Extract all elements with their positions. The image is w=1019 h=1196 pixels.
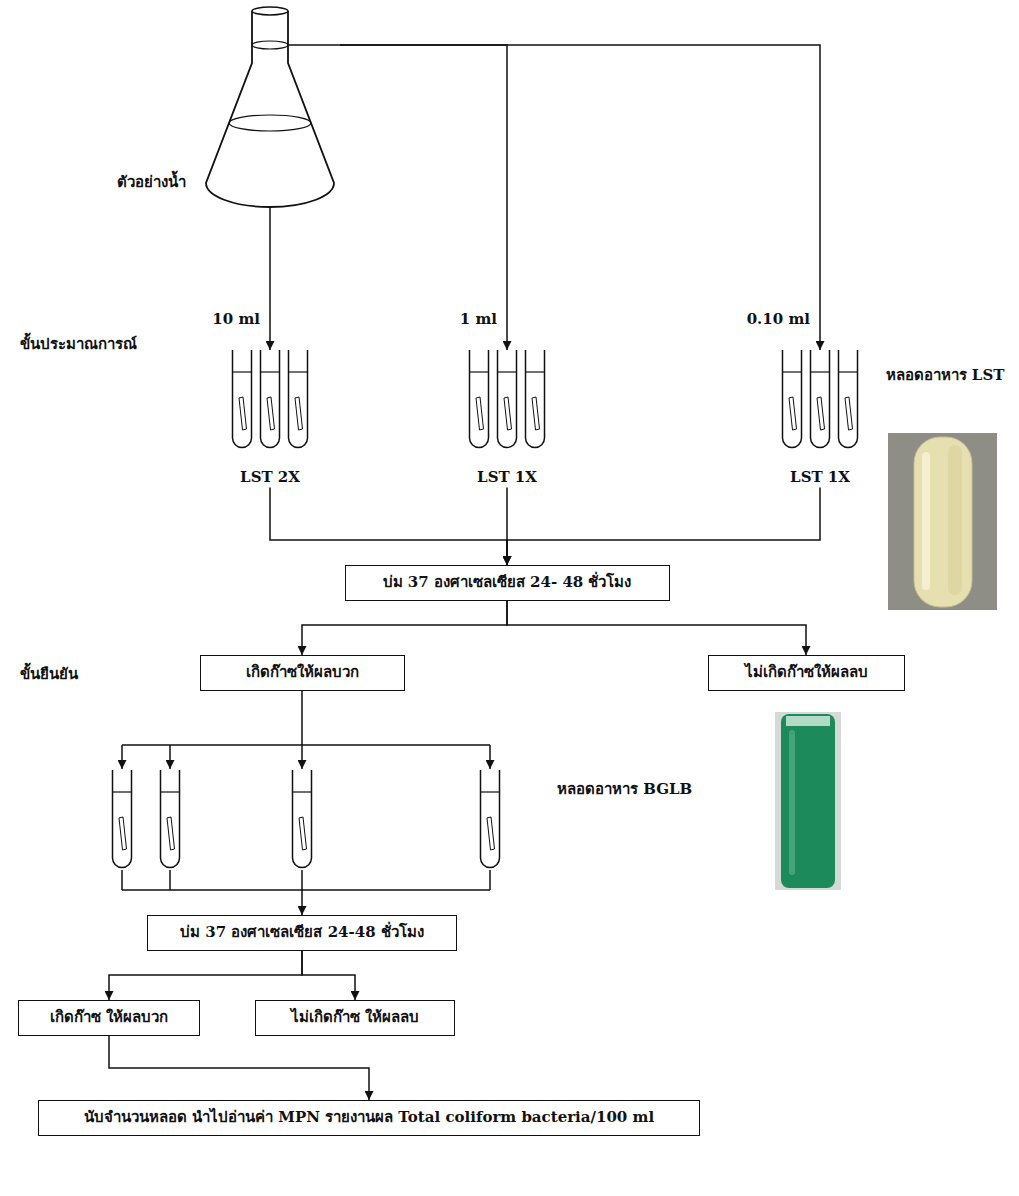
tube-group: LST 2X <box>225 350 315 488</box>
water-sample-flask: ตัวอย่างน้ำ <box>200 5 340 215</box>
flask-outline <box>206 11 334 207</box>
flow-arrow <box>269 215 271 350</box>
flask-outlet-line <box>269 207 271 215</box>
sample-label: ตัวอย่างน้ำ <box>117 173 186 193</box>
flow-arrow <box>109 1036 369 1101</box>
bglb-photo <box>775 712 841 890</box>
liquid-surface <box>229 115 311 131</box>
bglb-merge-lines <box>122 870 490 890</box>
tube-drawing <box>462 350 552 450</box>
split-arrow <box>169 745 171 769</box>
lst-tube-photo <box>914 437 972 607</box>
flow-arrow <box>340 45 507 350</box>
report-box: นับจำนวนหลอด นำไปอ่านค่า MPN รายงานผล To… <box>38 1100 700 1136</box>
bglb-tube <box>293 770 312 868</box>
merge-line <box>121 870 123 890</box>
split-arrow <box>301 745 303 769</box>
tube-top <box>786 716 830 726</box>
photo-caption: หลอดอาหาร LST <box>884 366 1007 386</box>
split-line <box>122 744 490 746</box>
photo-ground <box>775 712 841 890</box>
process-box: บ่ม 37 องศาเซลเซียส 24-48 ชั่วโมง <box>147 915 457 951</box>
photo-caption: หลอดอาหาร BGLB <box>555 780 694 800</box>
flask-neck-ring <box>252 41 288 49</box>
result-box: ไม่เกิดก๊าซ ให้ผลลบ <box>255 1000 455 1036</box>
tube-drawing <box>775 350 865 450</box>
flask-rim <box>252 7 288 15</box>
glass-highlight <box>922 452 930 590</box>
lst-tube <box>289 350 308 448</box>
medium-label: LST 1X <box>462 468 552 488</box>
box-text: ไม่เกิดก๊าซให้ผลลบ <box>719 663 894 683</box>
box-text: เกิดก๊าซ ให้ผลบวก <box>29 1008 189 1028</box>
lst-tube <box>811 350 830 448</box>
lst-tube <box>261 350 280 448</box>
result-box: เกิดก๊าซ ให้ผลบวก <box>18 1000 200 1036</box>
tube-group: LST 1X <box>462 350 552 488</box>
merge-line <box>489 870 491 890</box>
volume-label: 10 ml <box>210 310 262 330</box>
medium-label: LST 2X <box>225 468 315 488</box>
bglb-tube-photo <box>781 714 835 888</box>
bglb-tube <box>161 770 180 868</box>
volume-label: 0.10 ml <box>745 310 812 330</box>
bglb-tube <box>481 770 500 868</box>
box-text: ไม่เกิดก๊าซ ให้ผลลบ <box>266 1008 444 1028</box>
lst-tube <box>498 350 517 448</box>
split-arrow <box>121 745 123 769</box>
lst-photo <box>888 433 997 610</box>
box-text: บ่ม 37 องศาเซลเซียส 24-48 ชั่วโมง <box>158 923 446 943</box>
stage-label: ขั้นยืนยัน <box>18 665 80 685</box>
flask-drawing <box>200 5 340 215</box>
lst-tube <box>839 350 858 448</box>
box-text: บ่ม 37 องศาเซลเซียส 24- 48 ชั่วโมง <box>356 573 659 593</box>
lst-tube <box>783 350 802 448</box>
flow-arrow <box>109 951 302 1001</box>
result-box: เกิดก๊าซให้ผลบวก <box>200 655 405 691</box>
lst-tube <box>233 350 252 448</box>
flow-arrow <box>270 488 507 566</box>
photo-ground <box>888 433 997 610</box>
flow-arrow <box>302 951 355 1001</box>
flask-outlet-line <box>288 44 340 46</box>
lst-tube <box>470 350 489 448</box>
merge-line <box>122 889 490 891</box>
durham-tube-photo <box>948 445 962 595</box>
volume-label: 1 ml <box>458 310 499 330</box>
bglb-tube <box>113 770 132 868</box>
split-arrow <box>489 745 491 769</box>
flow-arrow <box>302 601 507 656</box>
bglb-split-lines <box>122 745 490 769</box>
glass-highlight <box>789 730 795 875</box>
merge-line <box>301 870 303 890</box>
process-box: บ่ม 37 องศาเซลเซียส 24- 48 ชั่วโมง <box>345 565 670 601</box>
tube-group: LST 1X <box>775 350 865 488</box>
flow-arrow <box>301 691 303 916</box>
medium-label: LST 1X <box>775 468 865 488</box>
flow-arrow <box>507 488 820 566</box>
tube-drawing <box>225 350 315 450</box>
merge-line <box>169 870 171 890</box>
box-text: นับจำนวนหลอด นำไปอ่านค่า MPN รายงานผล To… <box>49 1108 689 1128</box>
result-box: ไม่เกิดก๊าซให้ผลลบ <box>708 655 905 691</box>
lst-tube <box>526 350 545 448</box>
flow-arrow <box>507 601 806 656</box>
box-text: เกิดก๊าซให้ผลบวก <box>211 663 394 683</box>
stage-label: ขั้นประมาณการณ์ <box>18 335 139 355</box>
flow-arrow <box>340 45 820 350</box>
